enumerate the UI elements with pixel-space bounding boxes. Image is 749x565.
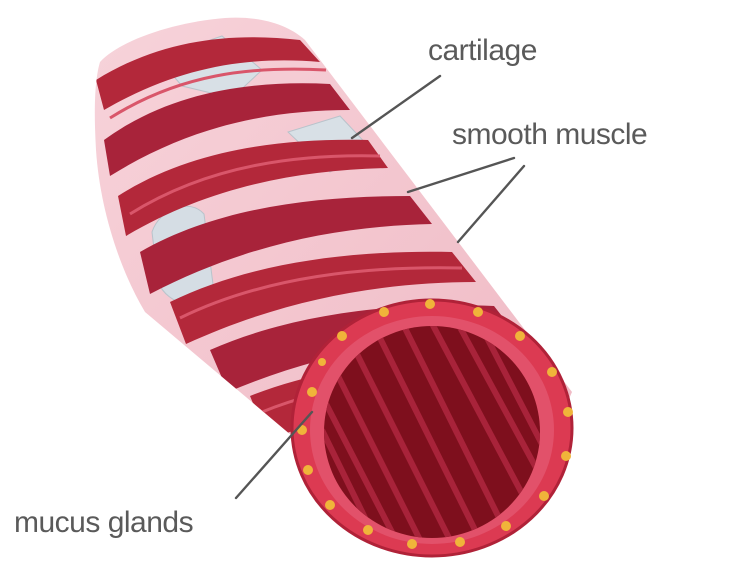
tube-opening (292, 300, 572, 556)
airway-tube (95, 18, 580, 556)
leader-smooth-muscle-a (408, 158, 514, 192)
label-cartilage: cartilage (428, 34, 537, 67)
leader-cartilage (352, 76, 440, 138)
label-mucus-glands: mucus glands (14, 506, 193, 539)
label-smooth-muscle: smooth muscle (452, 118, 647, 151)
leader-smooth-muscle-b (458, 166, 524, 242)
